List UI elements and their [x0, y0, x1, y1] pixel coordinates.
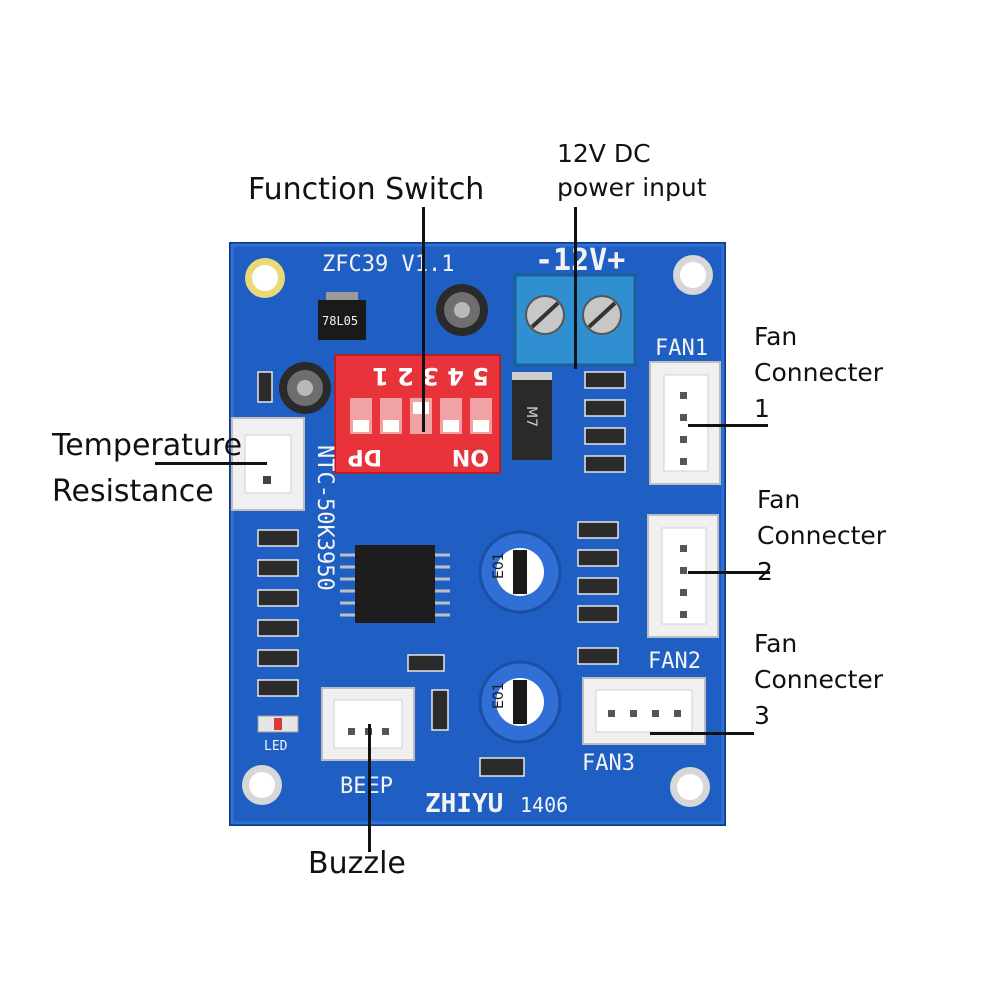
ic-chip: [340, 545, 450, 623]
temperature-callout-line1: Temperature: [52, 428, 243, 463]
fan1-connector: [649, 361, 721, 485]
fan3-callout-line1: Fan: [754, 629, 798, 658]
electrolytic-capacitor: [436, 284, 488, 336]
fan2-callout-line3: 2: [757, 557, 773, 586]
electrolytic-capacitor-2: [279, 362, 331, 414]
potentiometer-2: E01: [478, 660, 562, 744]
potentiometer-1: E01: [478, 530, 562, 614]
fan2-leader: [688, 571, 770, 574]
ntc-label: NTC-50K3950: [312, 445, 337, 591]
buzzle-leader: [368, 724, 371, 852]
fan1-label: FAN1: [655, 336, 708, 361]
power-input-callout-line2: power input: [557, 173, 707, 202]
svg-text:M7: M7: [523, 406, 539, 427]
fan1-callout-line2: Connecter: [754, 358, 884, 387]
led-label: LED: [264, 739, 288, 754]
power-input-leader: [574, 207, 577, 369]
date-code: 1406: [520, 793, 568, 817]
fan1-callout-line3: 1: [754, 394, 770, 423]
fan3-leader: [650, 732, 754, 735]
fan3-callout-line2: Connecter: [754, 665, 884, 694]
fan3-callout-line3: 3: [754, 701, 770, 730]
function-switch-leader: [422, 207, 425, 432]
pcb-edge-shade: [230, 243, 725, 825]
fan2-callout-line2: Connecter: [757, 521, 887, 550]
svg-text:E01: E01: [491, 552, 507, 579]
power-input-callout-line1: 12V DC: [557, 139, 651, 168]
power-marking: -12V+: [535, 243, 625, 278]
svg-text:78L05: 78L05: [322, 314, 358, 328]
led: [257, 715, 299, 733]
buzzle-callout: Buzzle: [308, 846, 406, 881]
board-model-text: ZFC39 V1.1: [322, 252, 454, 277]
svg-text:E01: E01: [491, 682, 507, 709]
smd-resistors-left: [257, 371, 525, 777]
function-switch-callout: Function Switch: [248, 172, 485, 207]
temperature-leader: [155, 462, 267, 465]
function-dip-switch: 5 4 3 2 1 DP ON: [334, 354, 501, 474]
svg-text:DP: DP: [348, 444, 382, 469]
fan2-callout-line1: Fan: [757, 485, 801, 514]
fan1-callout-line1: Fan: [754, 322, 798, 351]
temperature-callout-line2: Resistance: [52, 474, 214, 509]
smd-resistors-right: [577, 371, 626, 665]
diode: M7: [512, 372, 552, 460]
svg-text:ON: ON: [452, 444, 489, 469]
fan1-leader: [688, 424, 768, 427]
fan2-label: FAN2: [648, 649, 701, 674]
brand-text: ZHIYU: [425, 789, 503, 819]
fan2-connector: [647, 514, 719, 638]
mounting-holes: [242, 255, 713, 807]
beep-label: BEEP: [340, 774, 393, 799]
fan3-connector: [582, 677, 706, 745]
voltage-regulator: 78L05: [318, 292, 366, 340]
svg-text:5 4 3 2 1: 5 4 3 2 1: [372, 362, 489, 390]
fan3-label: FAN3: [582, 751, 635, 776]
